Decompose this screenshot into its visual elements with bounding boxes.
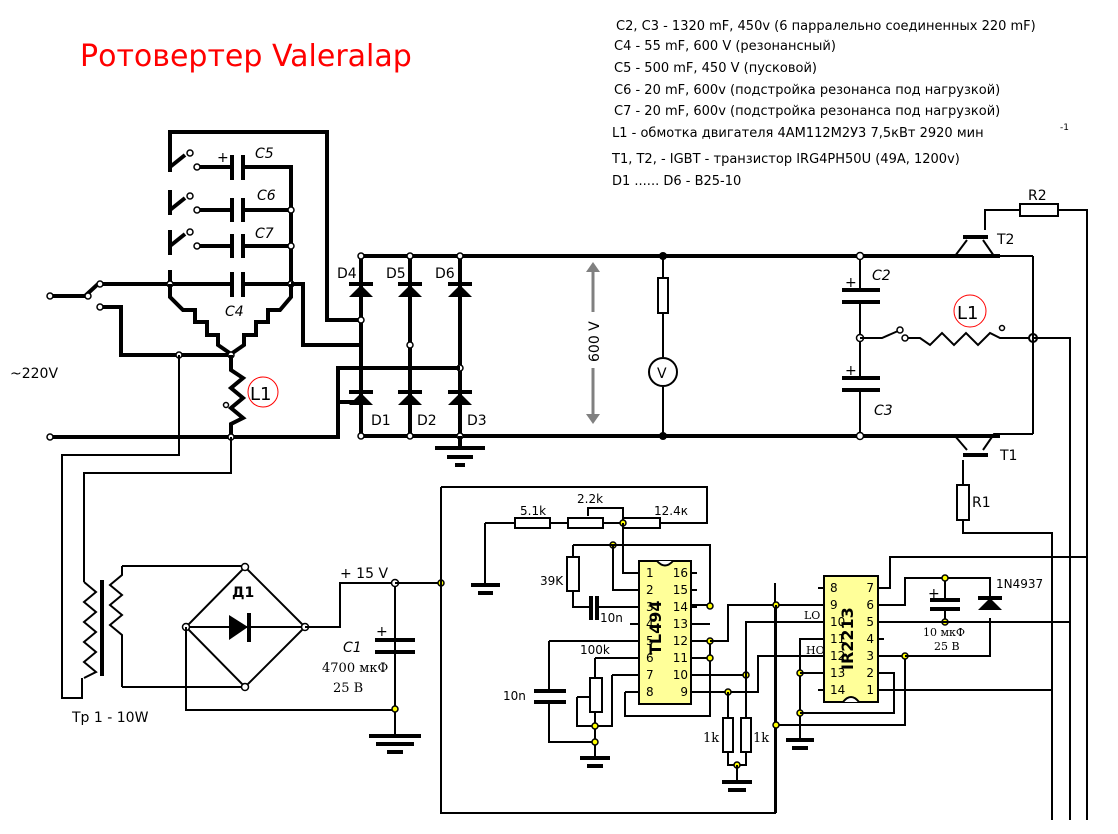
label-t2: T2 <box>996 232 1014 248</box>
spec-line: C6 - 20 mF, 600v (подстройка резонанса п… <box>614 83 1000 98</box>
spec-line: D1 ...... D6 - B25-10 <box>612 174 741 189</box>
c1-voltage: 25 В <box>333 681 363 696</box>
pin-label: 2 <box>646 583 654 597</box>
bootstrap-cap-voltage: 25 В <box>934 640 960 653</box>
label-2k2: 2.2k <box>577 492 603 506</box>
spec-line: L1 - обмотка двигателя 4АМ112М2У3 7,5кВт… <box>612 126 984 141</box>
pin-label: 15 <box>673 583 688 597</box>
label-c3: C3 <box>874 403 893 419</box>
label-100k: 100k <box>580 643 610 657</box>
pin-label: 14 <box>830 683 845 697</box>
polarity-plus: + <box>376 624 388 640</box>
component-specs: C2, C3 - 1320 mF, 450v (6 парралельно со… <box>611 19 1069 189</box>
pin-label: 13 <box>830 666 845 680</box>
c1-value: 4700 мкФ <box>322 661 388 676</box>
pin-label: 4 <box>866 632 874 646</box>
label-c1: C1 <box>343 640 362 656</box>
label-c7: C7 <box>255 226 274 242</box>
pin-label: 12 <box>830 649 845 663</box>
voltmeter-label: V <box>657 366 667 382</box>
pin-label: 11 <box>830 632 845 646</box>
pin-label: 10 <box>673 668 688 682</box>
transformer-label: Тр 1 - 10W <box>71 710 149 726</box>
spec-line: C5 - 500 mF, 450 V (пусковой) <box>614 61 817 76</box>
label-5k1: 5.1k <box>520 504 546 518</box>
ir2213-label: IR2213 <box>838 607 857 670</box>
spec-line: C7 - 20 mF, 600v (подстройка резонанса п… <box>614 104 1000 119</box>
pin-label: 9 <box>830 598 838 612</box>
pin-label: 7 <box>866 581 874 595</box>
pin-label: 3 <box>866 649 874 663</box>
pin-label: 12 <box>673 634 688 648</box>
label-10n-a: 10n <box>600 611 623 625</box>
pin-label: 4 <box>646 617 654 631</box>
label-1k-a: 1k <box>703 731 719 746</box>
tl494-section: 5.1k 2.2k 12.4к TL494 123456781615141312… <box>441 486 750 768</box>
label-d6: D6 <box>435 266 455 282</box>
rail-label: + 15 V <box>340 566 388 582</box>
label-c2: C2 <box>872 268 891 284</box>
label-l1-right: L1 <box>957 303 978 324</box>
pin-label: 2 <box>866 666 874 680</box>
pin-label: 14 <box>673 600 688 614</box>
pin-label: 8 <box>646 685 654 699</box>
label-d2: D2 <box>417 413 437 429</box>
pin-label: 8 <box>830 581 838 595</box>
polarity-plus: + <box>845 363 857 379</box>
label-c4: C4 <box>225 304 244 320</box>
tl494-label: TL494 <box>646 600 665 655</box>
lo-label: LO <box>804 609 820 622</box>
pin-label: 5 <box>866 615 874 629</box>
ho-label: HO <box>806 644 825 657</box>
label-c5: C5 <box>255 146 274 162</box>
pin-label: 16 <box>673 566 688 580</box>
label-c6: C6 <box>257 188 276 204</box>
polarity-plus: + <box>217 150 229 166</box>
label-r1: R1 <box>972 495 991 511</box>
pin-label: 10 <box>830 615 845 629</box>
spec-line: T1, T2, - IGBT - транзистор IRG4PH50U (4… <box>611 152 960 167</box>
label-39k: 39K <box>540 574 564 588</box>
bootstrap-cap-value: 10 мкФ <box>923 626 965 639</box>
pin-label: 3 <box>646 600 654 614</box>
pin-label: 5 <box>646 634 654 648</box>
label-1k-b: 1k <box>753 731 769 746</box>
label-12k4: 12.4к <box>654 504 688 518</box>
label-bridge-d1: Д1 <box>232 585 254 601</box>
label-l1-left: L1 <box>250 384 271 405</box>
pin-label: 6 <box>866 598 874 612</box>
pin-label: 9 <box>680 685 688 699</box>
pin-label: 1 <box>646 566 654 580</box>
label-d1: D1 <box>371 413 391 429</box>
power-supply: Д1 + + 15 V C1 4700 мкФ 25 В Тр 1 - 10W <box>71 487 776 814</box>
pin-label: 7 <box>646 668 654 682</box>
label-t1: T1 <box>999 448 1017 464</box>
diode-bridge: D4 D5 D6 D1 D2 D3 <box>336 252 1000 467</box>
spec-superscript: -1 <box>1060 123 1069 133</box>
pin-label: 6 <box>646 651 654 665</box>
spec-line: C2, C3 - 1320 mF, 450v (6 парралельно со… <box>616 19 1036 34</box>
label-10n-b: 10n <box>503 689 526 703</box>
label-d5: D5 <box>386 266 406 282</box>
half-bridge: + + C2 C3 L1 R2 T2 R1 T1 <box>842 188 1088 820</box>
dc-bus: 600 V V <box>586 252 678 440</box>
pin-label: 1 <box>866 683 874 697</box>
diagram-title: Ротовертер Valeralap <box>80 39 412 74</box>
bus-voltage-label: 600 V <box>587 321 603 362</box>
label-d3: D3 <box>467 413 487 429</box>
diode-1n4937: 1N4937 <box>996 577 1043 591</box>
spec-line: C4 - 55 mF, 600 V (резонансный) <box>614 39 836 54</box>
label-d4: D4 <box>337 266 357 282</box>
pin-label: 13 <box>673 617 688 631</box>
capacitor-bank: + C5 C6 C7 C4 ~220V L1 <box>10 130 360 699</box>
ir2213-section: IR2213 8 9 10 11 12 13 14 7 6 5 4 3 2 1 LO HO 1k 1k +… <box>703 556 1087 813</box>
polarity-plus: + <box>845 275 857 291</box>
pin-label: 11 <box>673 651 688 665</box>
polarity-plus: + <box>928 586 940 602</box>
label-r2: R2 <box>1028 188 1047 204</box>
mains-label: ~220V <box>10 366 58 382</box>
